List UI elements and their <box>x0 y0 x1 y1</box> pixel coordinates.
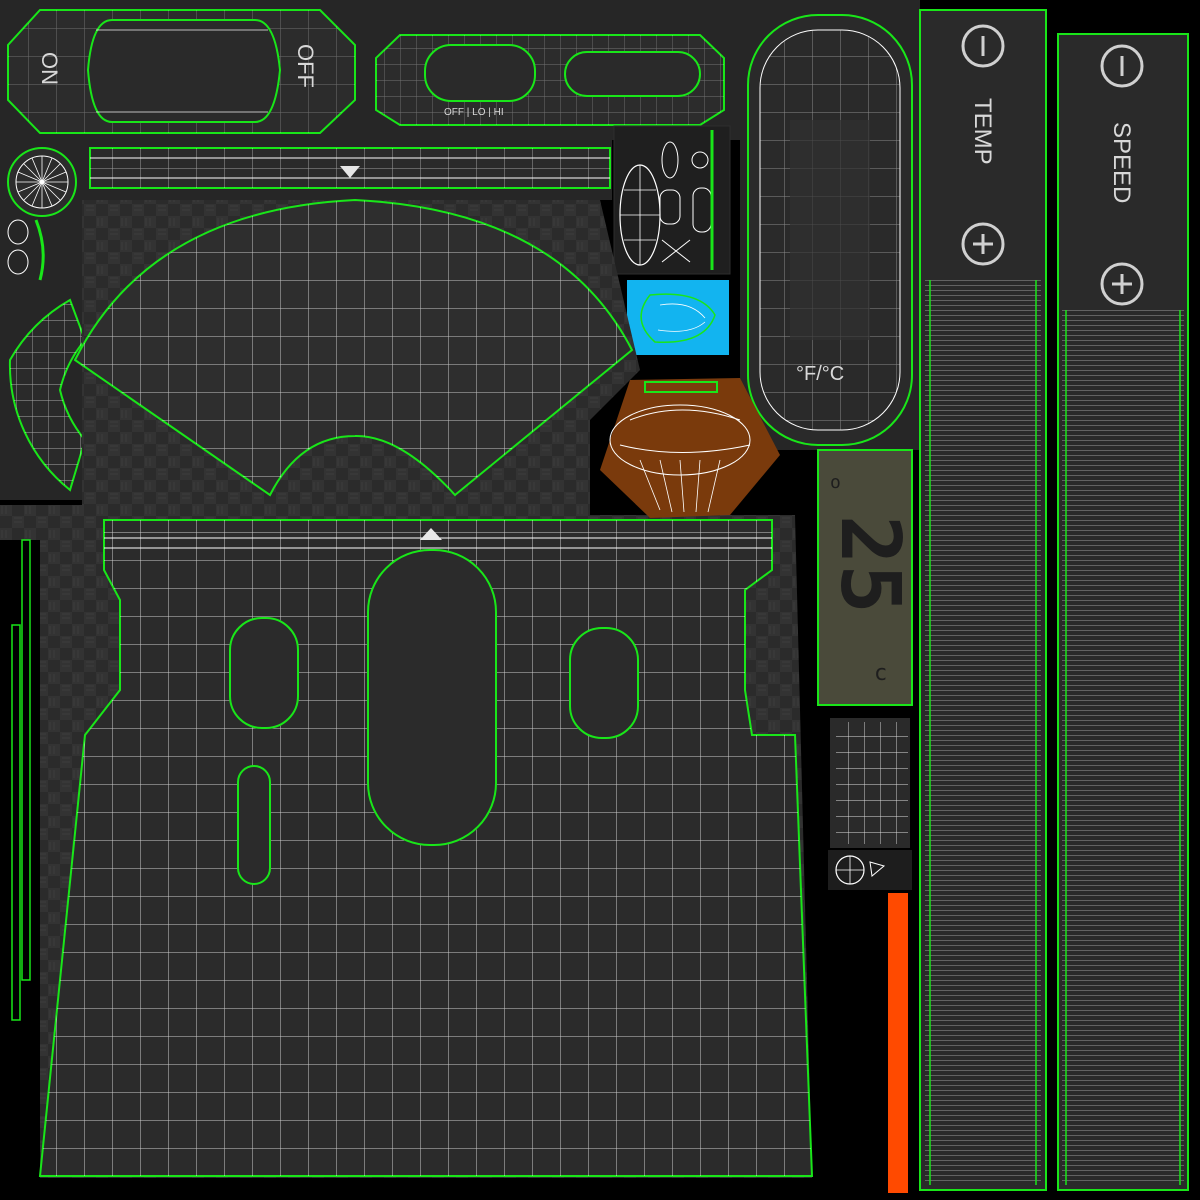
speed-plus-icon <box>1100 262 1144 306</box>
fan-shroud-uv-island <box>73 198 634 497</box>
small-parts-uv-island <box>613 125 731 275</box>
main-body-uv-island <box>38 519 814 1177</box>
power-switch-uv-island: ON OFF <box>7 9 356 134</box>
slider-marker-icon <box>340 166 360 178</box>
display-housing-uv-island: °F/°C <box>747 14 913 446</box>
speed-button-strip: SPEED <box>1057 33 1189 1191</box>
lcd-panel: o 25 c <box>817 449 917 706</box>
small-grid-uv-island <box>828 718 912 890</box>
unit-toggle-label: °F/°C <box>796 363 844 385</box>
temp-button-strip: TEMP <box>919 9 1047 1191</box>
knob-uv-island <box>7 147 77 281</box>
lcd-degree-mark: o <box>830 472 841 493</box>
lcd-digits: 25 <box>822 515 917 614</box>
blue-button-uv-island <box>627 280 729 355</box>
lcd-unit-char: c <box>874 661 887 686</box>
brown-knob-uv-island <box>600 378 780 518</box>
off-label: OFF <box>293 44 318 88</box>
on-label: ON <box>37 52 62 85</box>
temp-minus-icon <box>961 24 1005 68</box>
slider-track-uv-island <box>89 147 611 189</box>
speed-label: SPEED <box>1108 122 1135 203</box>
indicator-triangle-icon <box>420 528 442 540</box>
heating-element-strip <box>888 893 908 1193</box>
narrow-slot <box>237 765 271 885</box>
thin-edge-strips <box>11 539 31 1021</box>
mode-switch-uv-island: OFF | LO | HI <box>375 34 725 126</box>
speed-minus-icon <box>1100 44 1144 88</box>
temp-plus-icon <box>961 222 1005 266</box>
left-vent-hole <box>229 617 299 729</box>
right-vent-hole <box>569 627 639 739</box>
central-slot <box>367 549 497 846</box>
mode-positions-label: OFF | LO | HI <box>444 107 504 118</box>
temp-label: TEMP <box>969 98 996 165</box>
side-arc-uv-island <box>8 298 87 492</box>
